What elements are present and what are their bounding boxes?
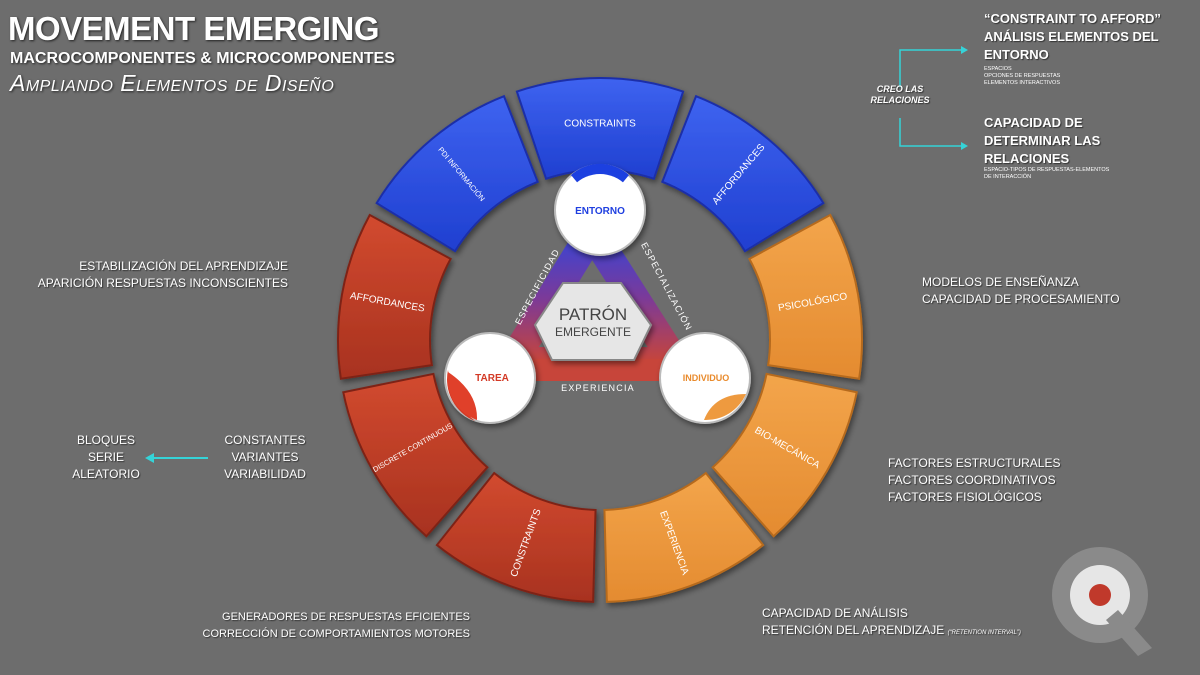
note-bloques: BLOQUES SERIE ALEATORIO [56, 432, 156, 483]
patron-label-2: EMERGENTE [555, 325, 631, 339]
ring-label: CONSTRAINTS [564, 119, 636, 130]
entorno-node [554, 163, 646, 256]
bottom-left-line-1: GENERADORES DE RESPUESTAS EFICIENTES [222, 611, 470, 623]
cap-small-2: DE INTERACCIÓN [984, 174, 1032, 180]
arrow-to-afford [899, 49, 962, 88]
arrow-head-afford [961, 46, 968, 54]
cap-line-2: DETERMINAR LAS [984, 133, 1101, 148]
far-left-line-3: ALEATORIO [72, 467, 140, 481]
patron-hexagon [533, 282, 653, 361]
subtitle: MACROCOMPONENTES & MICROCOMPONENTES [10, 50, 395, 67]
individuo-wedge [704, 394, 746, 421]
afford-small-1: ESPACIOS [984, 66, 1012, 72]
creo-line-1: CREO LAS [876, 84, 924, 94]
q-logo [1052, 547, 1152, 656]
ring-segment-individuo [748, 213, 863, 380]
right-mid-line-1: FACTORES ESTRUCTURALES [888, 456, 1061, 470]
note-generadores: GENERADORES DE RESPUESTAS EFICIENTES COR… [190, 609, 471, 643]
ring-segment-tarea [435, 471, 597, 603]
ring-segment-tarea [342, 372, 489, 538]
left-top-line-1: ESTABILIZACIÓN DEL APRENDIZAJE [79, 259, 288, 273]
bottom-left-line-2: CORRECCIÓN DE COMPORTAMIENTOS MOTORES [202, 628, 471, 640]
note-capacidad-small: ESPACIO-TIPOS DE RESPUESTAS-ELEMENTOS DE… [984, 167, 1184, 181]
note-capacidad-relaciones: CAPACIDAD DE DETERMINAR LAS RELACIONES [984, 114, 1184, 168]
ring-segments [337, 77, 863, 603]
ring-segment-entorno [661, 94, 825, 253]
note-estabilizacion: ESTABILIZACIÓN DEL APRENDIZAJE APARICIÓN… [30, 258, 288, 292]
afford-line-1: “CONSTRAINT TO AFFORD” [984, 11, 1161, 26]
right-top-line-2: CAPACIDAD DE PROCESAMIENTO [922, 292, 1120, 306]
right-mid-line-3: FACTORES FISIOLÓGICOS [888, 490, 1042, 504]
right-mid-line-2: FACTORES COORDINATIVOS [888, 473, 1056, 487]
ring-segment-tarea [337, 213, 452, 380]
arrow-head-capacidad [961, 142, 968, 150]
cap-line-3: RELACIONES [984, 151, 1070, 166]
individuo-label: INDIVIDUO [683, 373, 730, 383]
left-mid-line-3: VARIABILIDAD [224, 467, 306, 481]
right-top-line-1: MODELOS DE ENSEÑANZA [922, 275, 1079, 289]
ring-segment-entorno [375, 94, 539, 253]
note-constraint-to-afford: “CONSTRAINT TO AFFORD” ANÁLISIS ELEMENTO… [984, 10, 1184, 64]
arrow-to-capacidad [899, 118, 962, 147]
afford-small-2: OPCIONES DE RESPUESTAS [984, 73, 1061, 79]
bottom-right-line-2-wrap: RETENCIÓN DEL APRENDIZAJE (“RETENTION IN… [762, 622, 1082, 642]
afford-line-3: ENTORNO [984, 47, 1049, 62]
left-mid-line-1: CONSTANTES [224, 433, 306, 447]
subtitle-italic: Ampliando Elementos de Diseño [10, 70, 335, 96]
far-left-line-1: BLOQUES [76, 433, 136, 447]
patron-label-1: PATRÓN [559, 305, 627, 324]
retention-interval: (“RETENTION INTERVAL”) [947, 630, 1021, 636]
entorno-label: ENTORNO [575, 206, 625, 217]
arrow-head-bloques [145, 453, 154, 463]
note-factores: FACTORES ESTRUCTURALES FACTORES COORDINA… [888, 455, 1138, 506]
edge-label-experiencia: EXPERIENCIA [561, 383, 635, 393]
afford-small-3: ELEMENTOS INTERACTIVOS [984, 80, 1060, 86]
creo-relaciones: CREO LAS RELACIONES [855, 84, 945, 106]
main-title: MOVEMENT EMERGING [8, 10, 380, 47]
ring-segment-individuo [711, 372, 858, 538]
cap-line-1: CAPACIDAD DE [984, 115, 1083, 130]
far-left-line-2: SERIE [87, 450, 124, 464]
note-capacidad-analisis: CAPACIDAD DE ANÁLISIS RETENCIÓN DEL APRE… [762, 605, 1082, 642]
ring-segment-individuo [603, 471, 765, 603]
note-modelos: MODELOS DE ENSEÑANZA CAPACIDAD DE PROCES… [922, 274, 1172, 308]
cap-small-1: ESPACIO-TIPOS DE RESPUESTAS-ELEMENTOS [984, 167, 1110, 173]
creo-line-2: RELACIONES [870, 95, 930, 105]
note-constantes: CONSTANTES VARIANTES VARIABILIDAD [215, 432, 315, 483]
left-top-line-2: APARICIÓN RESPUESTAS INCONSCIENTES [37, 276, 288, 290]
tarea-wedge [447, 372, 478, 420]
afford-line-2: ANÁLISIS ELEMENTOS DEL [984, 29, 1159, 44]
bottom-right-line-1: CAPACIDAD DE ANÁLISIS [762, 606, 908, 620]
bottom-right-line-2: RETENCIÓN DEL APRENDIZAJE [762, 623, 945, 637]
tarea-label: TAREA [475, 373, 509, 384]
note-afford-small: ESPACIOS OPCIONES DE RESPUESTAS ELEMENTO… [984, 66, 1184, 87]
left-mid-line-2: VARIANTES [231, 450, 299, 464]
